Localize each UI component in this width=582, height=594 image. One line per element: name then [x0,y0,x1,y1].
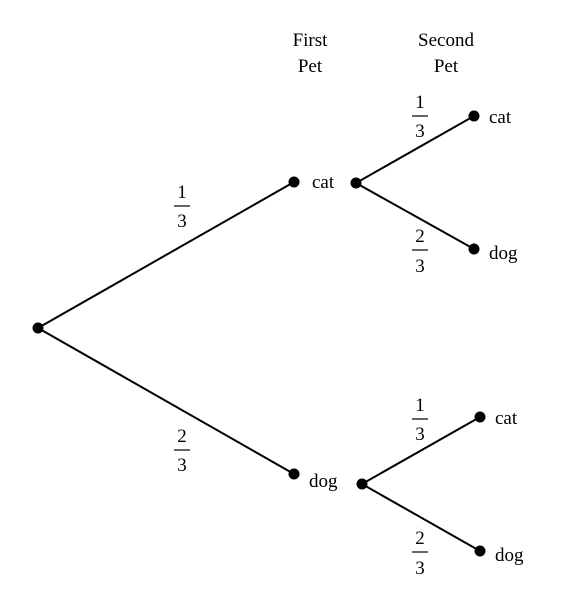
edge-dog-cat [361,416,481,485]
prob-root-cat-num: 1 [177,182,187,203]
second-pet-header-line2: Pet [434,56,459,77]
edge-root-dog [37,327,295,475]
cat-dog-node [468,243,480,255]
prob-cat-cat-den: 3 [415,121,425,142]
prob-cat-cat-num: 1 [415,92,425,113]
first-dog-branch-point [356,478,368,490]
first-dog-label: dog [309,471,338,492]
prob-root-dog: 2 3 [174,426,190,476]
prob-cat-dog-den: 3 [415,256,425,277]
prob-root-cat-den: 3 [177,211,187,232]
prob-root-cat: 1 3 [174,182,190,232]
dog-dog-node [474,545,486,557]
prob-root-dog-den: 3 [177,455,187,476]
prob-dog-dog-den: 3 [415,558,425,579]
cat-cat-node [468,110,480,122]
second-pet-header: Second Pet [418,30,474,77]
dog-cat-node [474,411,486,423]
first-cat-node [288,176,300,188]
first-cat-branch-point [350,177,362,189]
cat-dog-label: dog [489,243,518,264]
prob-dog-cat-num: 1 [415,395,425,416]
prob-dog-cat: 1 3 [412,395,428,445]
prob-dog-cat-den: 3 [415,424,425,445]
prob-root-dog-num: 2 [177,426,187,447]
cat-cat-label: cat [489,107,512,128]
prob-dog-dog: 2 3 [412,528,428,579]
prob-cat-dog: 2 3 [412,226,428,277]
first-cat-label: cat [312,172,335,193]
prob-dog-dog-num: 2 [415,528,425,549]
prob-cat-dog-num: 2 [415,226,425,247]
edge-cat-cat [355,115,475,184]
root-node [32,322,44,334]
edge-cat-dog [355,182,475,250]
first-pet-header-line2: Pet [298,56,323,77]
edge-dog-dog [361,483,481,552]
edge-root-cat [37,181,295,329]
first-dog-node [288,468,300,480]
prob-cat-cat: 1 3 [412,92,428,142]
dog-dog-label: dog [495,545,524,566]
dog-cat-label: cat [495,408,518,429]
second-pet-header-line1: Second [418,30,474,51]
first-pet-header: First Pet [293,30,329,77]
first-pet-header-line1: First [293,30,329,51]
